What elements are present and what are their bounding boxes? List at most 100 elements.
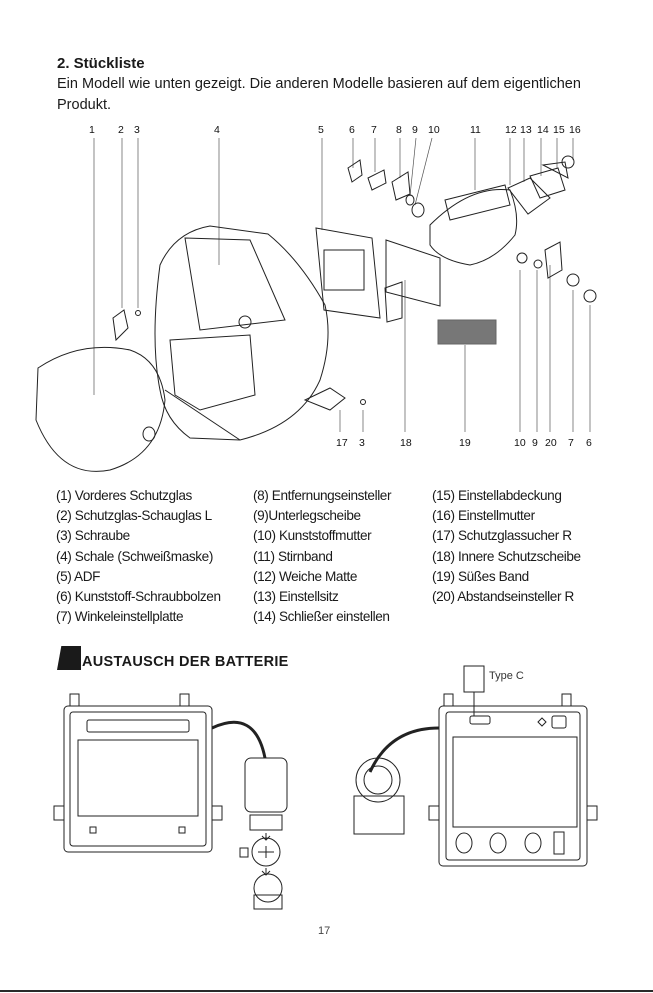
- intro-text: Ein Modell wie unten gezeigt. Die andere…: [57, 76, 581, 113]
- leader-lines: [94, 138, 590, 432]
- knob-2: [490, 833, 506, 853]
- adf-side-part: [385, 282, 402, 322]
- callout-15: 15: [553, 124, 565, 136]
- part-item: (1) Vorderes Schutzglas: [56, 488, 192, 503]
- screw: [136, 311, 141, 316]
- helmet-knob: [239, 316, 251, 328]
- viewing-glass-l: [113, 310, 128, 340]
- headband: [430, 189, 517, 265]
- part-item: (6) Kunststoff-Schraubbolzen: [56, 589, 221, 605]
- callout-3b: 3: [359, 437, 365, 449]
- device-front: [54, 694, 287, 909]
- front-shield-glass: [36, 347, 165, 471]
- callout-16: 16: [569, 124, 581, 136]
- soft-mat: [508, 178, 550, 214]
- callout-18: 18: [400, 437, 412, 449]
- distance-adjuster-r: [545, 242, 562, 278]
- callout-11: 11: [470, 124, 481, 136]
- battery-compartment: [245, 758, 287, 812]
- part-item: (5) ADF: [56, 568, 101, 584]
- parts-list-col2: (8) Entfernungseinsteller (9)Unterlegsch…: [253, 486, 392, 627]
- part-item: (2) Schutzglas-Schauglas L: [56, 508, 212, 524]
- part-item: (18) Innere Schutzscheibe: [432, 548, 581, 564]
- page-number: 17: [318, 925, 331, 937]
- callout-1: 1: [89, 124, 95, 136]
- callout-5: 5: [318, 124, 324, 136]
- part-item: (19) Süßes Band: [432, 568, 529, 584]
- callout-7: 7: [371, 124, 377, 136]
- section-title: 2. Stückliste: [57, 55, 145, 72]
- headband-top: [445, 185, 510, 220]
- battery-section-title: AUSTAUSCH DER BATTERIE: [82, 654, 289, 670]
- part-item: (7) Winkeleinstellplatte: [56, 609, 184, 625]
- callout-8: 8: [396, 124, 402, 136]
- part-item: (11) Stirnband: [253, 548, 333, 564]
- washer: [406, 195, 414, 205]
- callout-13: 13: [520, 124, 532, 136]
- usb-c-plug: [464, 666, 484, 692]
- adjust-seat: [530, 168, 565, 198]
- knob-1: [456, 833, 472, 853]
- screw-b: [361, 400, 366, 405]
- sensor-left: [90, 827, 96, 833]
- parts-list-col1: (1) Vorderes Schutzglas (2) Schutzglas-S…: [56, 486, 221, 627]
- part-item: (9)Unterlegscheibe: [253, 508, 361, 524]
- inner-protective-glass: [386, 240, 440, 306]
- callout-17: 17: [336, 437, 348, 449]
- sensor-right: [179, 827, 185, 833]
- callout-20: 20: [545, 437, 557, 449]
- distance-adjuster: [392, 172, 410, 200]
- part-item: (16) Einstellmutter: [432, 508, 535, 524]
- part-item: (10) Kunststoffmutter: [253, 528, 372, 544]
- callout-19: 19: [459, 437, 471, 449]
- callout-9b: 9: [532, 437, 538, 449]
- nut-right: [517, 253, 527, 263]
- helmet-shell: [155, 226, 328, 440]
- adjust-closer: [543, 162, 568, 178]
- part-item: (8) Entfernungseinsteller: [253, 488, 392, 503]
- callout-2: 2: [118, 124, 124, 136]
- battery-coin-icon: [252, 838, 280, 866]
- bottom-divider: [0, 990, 653, 992]
- adf-window: [324, 250, 364, 290]
- callout-6b: 6: [586, 437, 592, 449]
- part-item: (12) Weiche Matte: [253, 568, 358, 584]
- callout-4: 4: [214, 124, 220, 136]
- callout-7b: 7: [568, 437, 574, 449]
- part-item: (15) Einstellabdeckung: [432, 488, 562, 503]
- callout-10: 10: [428, 124, 440, 136]
- knob-3: [525, 833, 541, 853]
- device-back: [354, 666, 597, 866]
- part-item: (14) Schließer einstellen: [253, 609, 390, 625]
- callout-10b: 10: [514, 437, 526, 449]
- angle-plate-r: [567, 274, 579, 286]
- callout-6: 6: [349, 124, 355, 136]
- helmet-top-panel: [185, 238, 285, 330]
- helmet-visor-window: [170, 335, 255, 410]
- plastic-nut: [412, 203, 424, 217]
- type-c-label: Type C: [489, 670, 524, 682]
- switch: [554, 832, 564, 854]
- part-item: (3) Schraube: [56, 528, 130, 544]
- helmet-edge: [165, 390, 240, 440]
- parts-list-col3: (15) Einstellabdeckung (16) Einstellmutt…: [432, 486, 581, 607]
- plastic-bolt-r: [584, 290, 596, 302]
- callout-12: 12: [505, 124, 517, 136]
- callout-14: 14: [537, 124, 549, 136]
- part-item: (20) Abstandseinsteller R: [432, 589, 574, 605]
- angle-plate: [368, 170, 386, 190]
- section-marker-icon: [57, 646, 81, 670]
- adjust-nut: [562, 156, 574, 168]
- adf-frame: [316, 228, 380, 318]
- part-item: (17) Schutzglassucher R: [432, 528, 572, 544]
- washer-right: [534, 260, 542, 268]
- callout-9: 9: [412, 124, 418, 136]
- part-item: (4) Schale (Schweißmaske): [56, 548, 213, 564]
- sweatband: [438, 320, 496, 344]
- plastic-bolt: [348, 160, 362, 182]
- callout-3: 3: [134, 124, 140, 136]
- viewfinder-r: [305, 388, 345, 410]
- shield-glass-hole: [143, 427, 155, 441]
